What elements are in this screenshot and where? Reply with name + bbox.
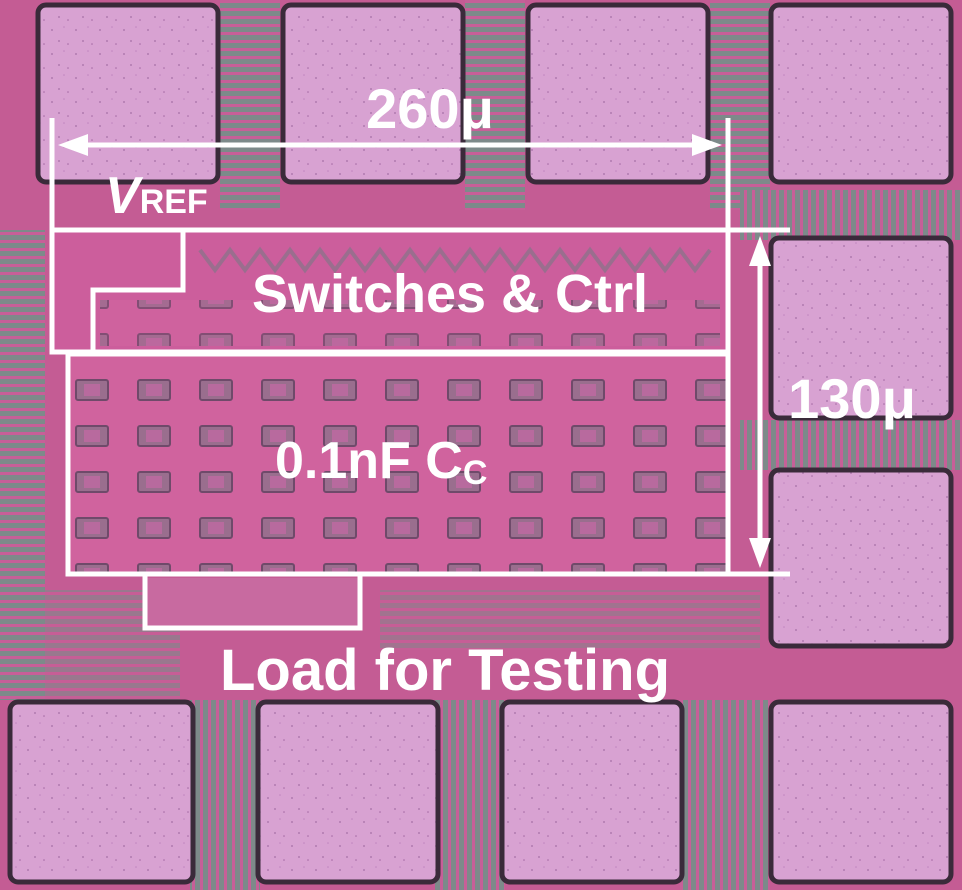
- wiring-bottom: [435, 700, 505, 890]
- wiring-top: [465, 0, 525, 210]
- switch-cells: [100, 300, 720, 346]
- load-label: Load for Testing: [220, 638, 670, 703]
- capacitor-sub: C: [463, 454, 488, 492]
- bond-pads: [7, 2, 954, 885]
- capacitor-array: [70, 356, 726, 572]
- bond-pad: [768, 699, 954, 885]
- dimension-arrowheads: [58, 134, 771, 568]
- load-box: [142, 574, 363, 631]
- load-region: [145, 578, 360, 628]
- wiring-lower-mid: [380, 590, 760, 650]
- height-dimension-label: 130μ: [788, 367, 916, 430]
- arrowhead-left: [58, 134, 88, 156]
- bond-pad: [768, 235, 954, 421]
- bond-pad: [768, 2, 954, 185]
- vref-box: [52, 227, 186, 352]
- capacitor-box: [65, 351, 731, 577]
- switch-zigzag: [198, 246, 712, 274]
- vref-sub: REF: [140, 183, 208, 221]
- arrowhead-right: [692, 134, 722, 156]
- arrowhead-up: [749, 236, 771, 266]
- capacitor-label: 0.1nF CC: [275, 432, 487, 492]
- vref-label: VREF: [105, 167, 208, 225]
- wiring-bottom: [190, 700, 260, 890]
- bond-pad: [280, 2, 466, 185]
- bond-pad: [499, 699, 685, 885]
- width-dimension-label: 260μ: [366, 77, 494, 140]
- vref-main: V: [105, 167, 144, 225]
- bond-pad: [525, 2, 711, 185]
- switches-ctrl-label: Switches & Ctrl: [252, 264, 648, 324]
- wiring-top: [710, 0, 770, 210]
- wiring-right: [740, 420, 962, 470]
- arrowhead-down: [749, 538, 771, 568]
- bond-pad: [7, 699, 196, 885]
- bond-pad: [35, 2, 221, 185]
- annotation-overlay: [49, 118, 790, 631]
- bond-pad: [255, 699, 441, 885]
- capacitor-main: 0.1nF C: [275, 432, 463, 490]
- wiring-bottom: [680, 700, 770, 890]
- bond-pad: [768, 467, 954, 649]
- wiring-top: [220, 0, 280, 210]
